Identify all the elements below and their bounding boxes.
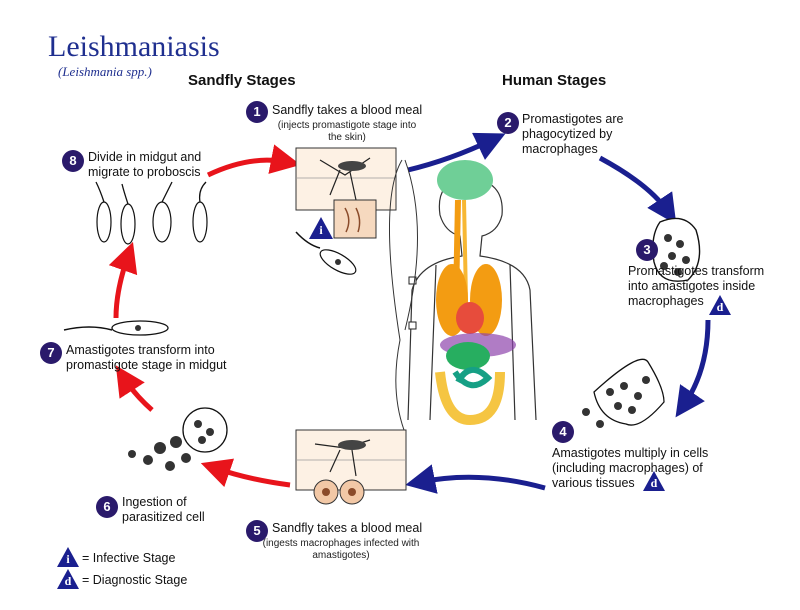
stage-4-badge: 4 bbox=[552, 421, 574, 443]
stage-1-badge: 1 bbox=[246, 101, 268, 123]
arrow-6-to-7 bbox=[115, 365, 154, 412]
arrow-5-to-6 bbox=[200, 458, 291, 488]
sandfly-feeding-panel-bottom bbox=[295, 429, 407, 505]
stage-8-badge: 8 bbox=[62, 150, 84, 172]
arrow-7-to-8 bbox=[108, 241, 138, 319]
arrow-1-to-2 bbox=[407, 132, 506, 173]
stage-5-label: Sandfly takes a blood meal bbox=[272, 521, 423, 535]
human-stages-heading: Human Stages bbox=[502, 72, 607, 89]
diagnostic-marker-stage-3: d bbox=[708, 294, 732, 316]
stage-7-label: Amastigotes transform into promastigote … bbox=[66, 343, 227, 372]
stage-6-badge: 6 bbox=[96, 496, 118, 518]
promastigote-drawing bbox=[295, 231, 357, 275]
stage-7-badge: 7 bbox=[40, 342, 62, 364]
arrow-2-to-3 bbox=[598, 155, 677, 225]
legend-infective-text: = Infective Stage bbox=[82, 551, 176, 565]
parasitized-cells bbox=[128, 407, 228, 471]
stage-2-badge: 2 bbox=[497, 112, 519, 134]
stage-1-sublabel: (injects promastigote stage into the ski… bbox=[277, 120, 417, 143]
diagram-title: Leishmaniasis bbox=[48, 30, 220, 63]
diagram-subtitle: (Leishmania spp.) bbox=[58, 64, 152, 79]
stage-2-label: Promastigotes are phagocytized by macrop… bbox=[522, 112, 624, 156]
stage-4-label: Amastigotes multiply in cells (including… bbox=[552, 446, 709, 490]
macrophage-with-amastigotes bbox=[652, 217, 701, 282]
stage-6-label: Ingestion of parasitized cell bbox=[122, 495, 205, 524]
human-figure bbox=[389, 159, 537, 431]
arrow-3-to-4 bbox=[675, 319, 711, 418]
promastigote-midgut bbox=[63, 320, 169, 336]
sandfly-feeding-panel-top bbox=[295, 147, 397, 239]
legend-diagnostic-icon: d bbox=[56, 568, 80, 590]
arrow-4-to-5 bbox=[405, 464, 546, 494]
stage-3-label: Promastigotes transform into amastigotes… bbox=[628, 264, 765, 308]
stage-1-label: Sandfly takes a blood meal bbox=[272, 103, 423, 117]
arrow-8-to-1 bbox=[206, 144, 301, 178]
legend-infective-icon: i bbox=[56, 546, 80, 568]
stage-3-badge: 3 bbox=[636, 239, 658, 261]
stage-5-sublabel: (ingests macrophages infected with amast… bbox=[262, 538, 420, 561]
sandfly-stages-heading: Sandfly Stages bbox=[188, 72, 296, 89]
diagnostic-marker-stage-4: d bbox=[642, 470, 666, 492]
stage-8-label: Divide in midgut and migrate to probosci… bbox=[88, 150, 202, 179]
tissue-with-amastigotes bbox=[582, 358, 665, 428]
legend-diagnostic-text: = Diagnostic Stage bbox=[82, 573, 188, 587]
infective-marker: i bbox=[308, 216, 334, 240]
dividing-promastigotes bbox=[95, 181, 208, 245]
stage-5-badge: 5 bbox=[246, 520, 268, 542]
